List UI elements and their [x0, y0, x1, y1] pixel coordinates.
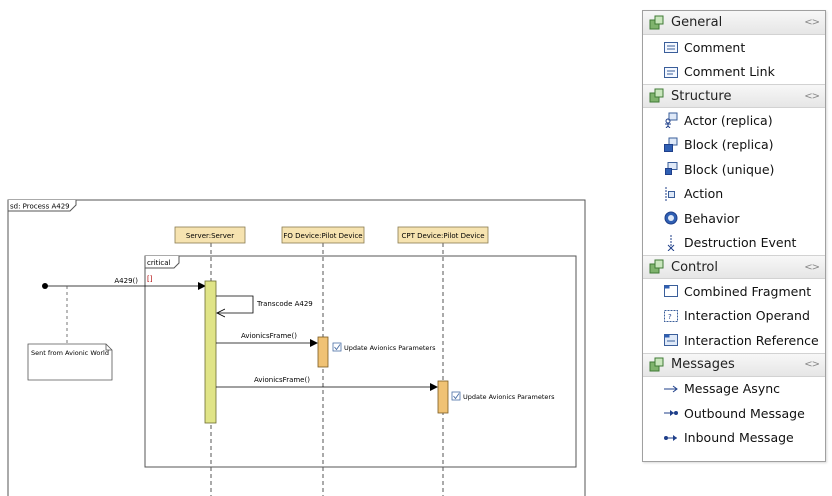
self-message-transcode[interactable]: Transcode A429	[216, 295, 313, 313]
cpt-action-icon	[451, 391, 461, 401]
destruction-event-icon	[667, 234, 675, 251]
drawer-header-control[interactable]: Control <>	[643, 255, 825, 279]
tool-outbound-message[interactable]: Outbound Message	[643, 401, 825, 426]
server-activation-bar[interactable]	[204, 280, 217, 424]
drawer-label-structure: Structure	[671, 88, 732, 104]
fo-activation-bar[interactable]	[317, 336, 329, 368]
self-message-label: Transcode A429	[256, 300, 313, 308]
tool-label: Actor (replica)	[684, 112, 773, 128]
drawer-control: Control <> Combined Fragment ? Interacti…	[643, 255, 825, 353]
inbound-message-icon	[664, 434, 677, 441]
tool-actor-replica[interactable]: Actor (replica)	[643, 108, 825, 133]
tool-label: Combined Fragment	[684, 283, 812, 299]
tool-label: Destruction Event	[684, 235, 797, 251]
palette-drawer-icon	[649, 88, 664, 103]
tool-interaction-operand[interactable]: ? Interaction Operand	[643, 304, 825, 329]
tool-label: Comment Link	[684, 64, 775, 80]
fo-action-label: Update Avionics Parameters	[344, 344, 436, 352]
message-avionicsframe-fo-label: AvionicsFrame()	[241, 332, 297, 340]
found-message-label: A429()	[114, 277, 138, 285]
block-unique-icon	[665, 162, 678, 176]
tool-label: Inbound Message	[684, 430, 794, 446]
collapse-icon[interactable]: <>	[804, 17, 820, 28]
tool-message-async[interactable]: Message Async	[643, 377, 825, 402]
interaction-frame[interactable]: sd: Process A429	[7, 199, 586, 496]
svg-text:?: ?	[668, 313, 672, 321]
lifeline-name-cpt-device: CPT Device:Pilot Device	[401, 232, 484, 240]
drawer-header-general[interactable]: General <>	[643, 11, 825, 35]
lifeline-head-fo-device[interactable]: FO Device:Pilot Device	[281, 226, 365, 244]
drawer-header-messages[interactable]: Messages <>	[643, 352, 825, 377]
lifeline-name-fo-device: FO Device:Pilot Device	[283, 232, 362, 240]
tool-label: Interaction Operand	[684, 308, 810, 324]
frame-title: sd: Process A429	[10, 203, 70, 211]
tool-palette: General <> Comment Comment Link Structur…	[642, 10, 826, 462]
drawer-messages: Messages <> Message Async Outbound Messa…	[643, 352, 825, 451]
message-avionicsframe-cpt-label: AvionicsFrame()	[254, 376, 310, 384]
fragment-operator-label: critical	[147, 259, 170, 267]
critical-fragment[interactable]: critical []	[144, 255, 577, 468]
cpt-activation-bar[interactable]	[437, 380, 449, 414]
drawer-label-control: Control	[671, 259, 718, 275]
actor-replica-icon	[665, 112, 678, 129]
interaction-reference-icon	[664, 334, 678, 347]
tool-label: Comment	[684, 39, 746, 55]
combined-fragment-icon	[664, 285, 678, 298]
message-async-icon	[664, 385, 678, 393]
tool-label: Behavior	[684, 210, 740, 226]
tool-label: Message Async	[684, 381, 781, 397]
tool-label: Block (replica)	[684, 137, 774, 153]
collapse-icon[interactable]: <>	[804, 359, 820, 370]
collapse-icon[interactable]: <>	[804, 261, 820, 273]
note-text: Sent from Avionic World	[31, 349, 109, 357]
palette-drawer-icon	[649, 259, 664, 274]
tool-behavior[interactable]: Behavior	[643, 206, 825, 231]
tool-interaction-reference[interactable]: Interaction Reference	[643, 328, 825, 353]
found-message-a429[interactable]: A429()	[42, 277, 206, 290]
sequence-diagram[interactable]: sd: Process A429 critical [] Server:Serv…	[0, 0, 640, 496]
drawer-header-structure[interactable]: Structure <>	[643, 84, 825, 108]
comment-note[interactable]: Sent from Avionic World	[27, 343, 113, 381]
tool-label: Interaction Reference	[684, 332, 819, 348]
block-replica-icon	[664, 137, 678, 152]
behavior-icon	[664, 211, 678, 225]
tool-comment[interactable]: Comment	[643, 35, 825, 60]
tool-action[interactable]: Action	[643, 182, 825, 207]
lifeline-name-server: Server:Server	[186, 232, 234, 240]
drawer-structure: Structure <> Actor (replica) Block (repl…	[643, 84, 825, 255]
outbound-message-icon	[664, 410, 678, 417]
lifeline-head-server[interactable]: Server:Server	[174, 226, 246, 244]
cpt-action[interactable]: Update Avionics Parameters	[451, 391, 555, 401]
tool-destruction-event[interactable]: Destruction Event	[643, 231, 825, 256]
tool-block-replica[interactable]: Block (replica)	[643, 133, 825, 158]
comment-link-icon	[664, 66, 678, 78]
tool-label: Block (unique)	[684, 161, 775, 177]
message-avionicsframe-cpt[interactable]: AvionicsFrame()	[216, 376, 438, 391]
collapse-icon[interactable]: <>	[804, 90, 820, 102]
tool-combined-fragment[interactable]: Combined Fragment	[643, 279, 825, 304]
tool-label: Outbound Message	[684, 405, 805, 421]
cpt-action-label: Update Avionics Parameters	[463, 393, 555, 401]
drawer-general: General <> Comment Comment Link	[643, 11, 825, 84]
tool-inbound-message[interactable]: Inbound Message	[643, 426, 825, 451]
message-avionicsframe-fo[interactable]: AvionicsFrame()	[216, 332, 318, 347]
comment-icon	[664, 42, 678, 54]
interaction-operand-icon: ?	[664, 309, 678, 322]
drawer-label-messages: Messages	[671, 357, 735, 372]
tool-block-unique[interactable]: Block (unique)	[643, 157, 825, 182]
fo-action-icon	[332, 342, 342, 352]
fragment-guard: []	[147, 275, 153, 283]
drawer-label-general: General	[671, 15, 723, 30]
tool-comment-link[interactable]: Comment Link	[643, 60, 825, 85]
fo-action[interactable]: Update Avionics Parameters	[332, 342, 436, 352]
lifeline-head-cpt-device[interactable]: CPT Device:Pilot Device	[397, 226, 489, 244]
tool-label: Action	[684, 186, 724, 202]
action-icon	[665, 186, 675, 201]
palette-drawer-icon	[649, 357, 664, 371]
palette-drawer-icon	[649, 15, 664, 29]
